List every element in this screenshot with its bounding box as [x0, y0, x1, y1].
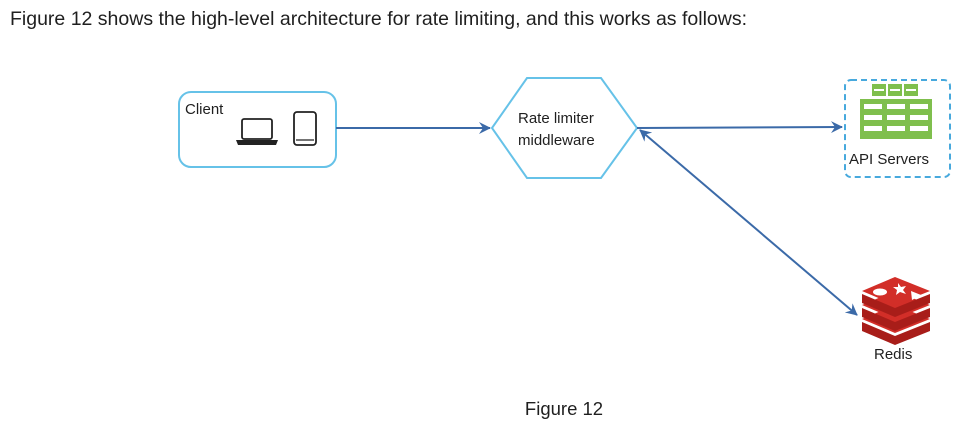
- client-node: Client: [178, 91, 337, 168]
- middleware-redis-bidirectional-arrow: [639, 129, 858, 316]
- server-rack-icon: [860, 84, 932, 139]
- laptop-icon: [236, 118, 278, 145]
- redis-logo-icon: [862, 277, 930, 345]
- redis-node: Redis: [862, 277, 930, 363]
- rate-limiter-node: Rate limiter middleware: [490, 77, 639, 179]
- api-servers-label: API Servers: [849, 151, 929, 168]
- redis-label: Redis: [874, 346, 912, 363]
- figure-caption: Figure 12: [524, 398, 604, 419]
- api-servers-node: API Servers: [844, 79, 951, 178]
- middleware-to-api-servers-arrow: [636, 121, 843, 134]
- client-label: Client: [185, 101, 224, 118]
- intro-paragraph: Figure 12 shows the high-level architect…: [10, 8, 747, 30]
- tablet-icon: [293, 111, 317, 146]
- middleware-label-line1: Rate limiter: [518, 110, 594, 127]
- middleware-label-line2: middleware: [518, 132, 595, 149]
